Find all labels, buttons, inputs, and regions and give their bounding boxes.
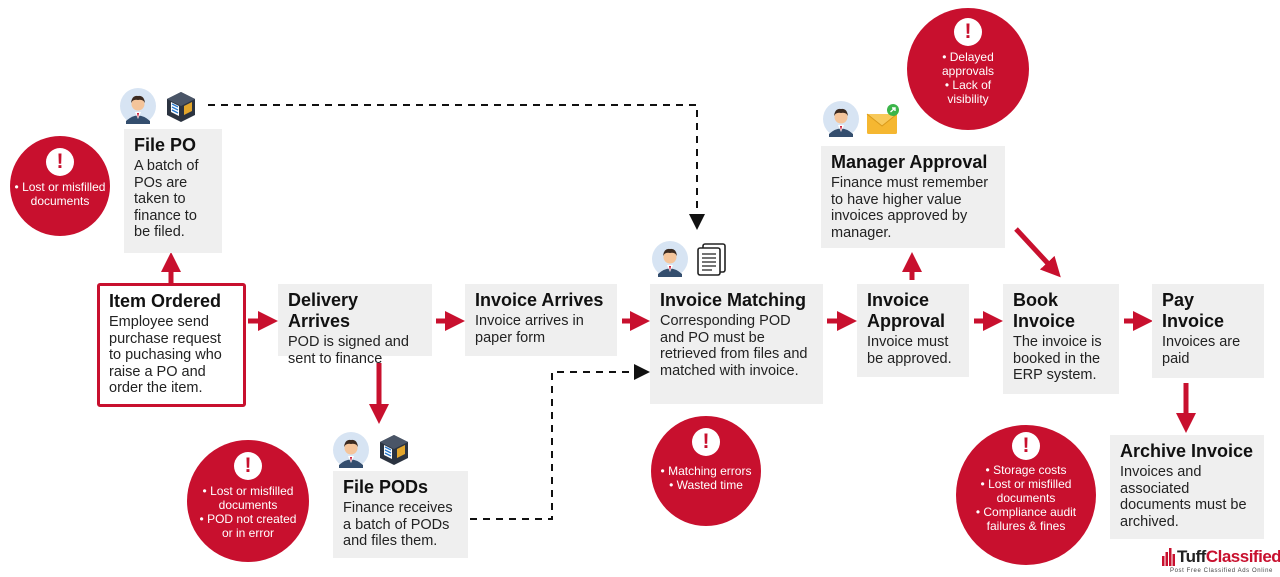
step-description: Invoice must be approved. [867, 334, 952, 367]
step-title: Invoice Matching [660, 290, 807, 310]
step-description: Corresponding POD and PO must be retriev… [660, 313, 808, 379]
step-title: File PO [134, 135, 197, 155]
documents-icon [697, 243, 726, 276]
bar-logo-icon [1162, 548, 1175, 566]
dashed-arrow-pods-to-matching [470, 364, 650, 520]
risk-badge-invoice-matching: ! • Matching errors • Wasted time [651, 416, 761, 526]
step-invoice-approval: Invoice Approval Invoice must be approve… [857, 284, 969, 377]
step-title: Book Invoice [1013, 290, 1076, 331]
risk-badge-archive-invoice: ! • Storage costs • Lost or misfilled do… [956, 425, 1096, 565]
step-manager-approval: Manager Approval Finance must remember t… [821, 146, 1005, 248]
person-avatar-icon [652, 241, 688, 277]
filing-cabinet-icon [167, 92, 195, 122]
step-pay-invoice: Pay Invoice Invoices are paid [1152, 284, 1264, 378]
risk-badge-file-po: ! • Lost or misfilled documents [10, 136, 110, 236]
step-book-invoice: Book Invoice The invoice is booked in th… [1003, 284, 1119, 394]
risk-item: • Storage costs [985, 463, 1067, 477]
dashed-arrow-po-to-matching [208, 104, 705, 230]
risk-item: • Lost or misfilled documents [14, 180, 106, 208]
step-archive-invoice: Archive Invoice Invoices and associated … [1110, 435, 1264, 539]
step-title: Item Ordered [109, 291, 222, 311]
risk-list: • Delayed approvals • Lack of visibility [907, 50, 1029, 106]
risk-badge-manager-approval: ! • Delayed approvals • Lack of visibili… [907, 8, 1029, 130]
step-file-po: File PO A batch of POs are taken to fina… [124, 129, 222, 253]
arrow-manager-to-book [1014, 227, 1061, 278]
risk-item: • Wasted time [669, 478, 743, 492]
brand-name-part: Tuff [1177, 547, 1206, 566]
step-invoice-matching: Invoice Matching Corresponding POD and P… [650, 284, 823, 404]
risk-list: • Matching errors • Wasted time [651, 464, 761, 492]
risk-list: • Storage costs • Lost or misfilled docu… [956, 463, 1096, 533]
person-avatar-icon [823, 101, 859, 137]
risk-list: • Lost or misfilled documents • POD not … [187, 484, 309, 540]
risk-item: • POD not created or in error [199, 512, 297, 540]
step-title: Archive Invoice [1120, 441, 1254, 461]
risk-badge-file-pods: ! • Lost or misfilled documents • POD no… [187, 440, 309, 562]
step-invoice-arrives: Invoice Arrives Invoice arrives in paper… [465, 284, 617, 356]
step-description: Invoices and associated documents must b… [1120, 464, 1247, 530]
alert-icon: ! [692, 428, 720, 456]
risk-item: • Lack of visibility [944, 78, 992, 106]
risk-item: • Matching errors [660, 464, 752, 478]
step-description: Finance receives a batch of PODs and fil… [343, 500, 453, 549]
alert-icon: ! [234, 452, 262, 480]
step-description: The invoice is booked in the ERP system. [1013, 334, 1102, 383]
brand-name-part: Classified [1205, 547, 1280, 566]
risk-item: • Lost or misfilled documents [980, 477, 1072, 505]
alert-icon: ! [46, 148, 74, 176]
step-description: A batch of POs are taken to finance to b… [134, 158, 199, 240]
step-title: File PODs [343, 477, 429, 497]
risk-list: • Lost or misfilled documents [10, 180, 110, 208]
filing-cabinet-icon [380, 435, 408, 465]
brand-name: TuffClassified [1177, 547, 1280, 567]
step-description: Invoice arrives in paper form [475, 313, 584, 346]
brand-tagline: Post Free Classified Ads Online [1170, 568, 1273, 574]
step-title: Delivery Arrives [288, 290, 359, 331]
step-title: Invoice Arrives [475, 290, 604, 310]
step-description: Invoices are paid [1162, 334, 1241, 367]
step-delivery-arrives: Delivery Arrives POD is signed and sent … [278, 284, 432, 367]
alert-icon: ! [954, 18, 982, 46]
brand-watermark: TuffClassified Post Free Classified Ads … [1162, 546, 1280, 576]
step-title: Manager Approval [831, 152, 988, 172]
risk-item: • Lost or misfilled documents [202, 484, 294, 512]
step-item-ordered: Item Ordered Employee send purchase requ… [97, 283, 246, 407]
step-file-pods: File PODs Finance receives a batch of PO… [333, 471, 468, 558]
envelope-icon [866, 104, 899, 134]
step-description: Employee send purchase request to puchas… [109, 314, 222, 396]
risk-item: • Delayed approvals [941, 50, 995, 78]
alert-icon: ! [1012, 432, 1040, 460]
step-description: Finance must remember to have higher val… [831, 175, 989, 241]
step-description: POD is signed and sent to finance [288, 334, 409, 367]
step-title: Invoice Approval [867, 290, 946, 331]
person-avatar-icon [120, 88, 156, 124]
risk-item: • Compliance audit failures & fines [975, 505, 1077, 533]
person-avatar-icon [333, 432, 369, 468]
step-title: Pay Invoice [1162, 290, 1225, 331]
